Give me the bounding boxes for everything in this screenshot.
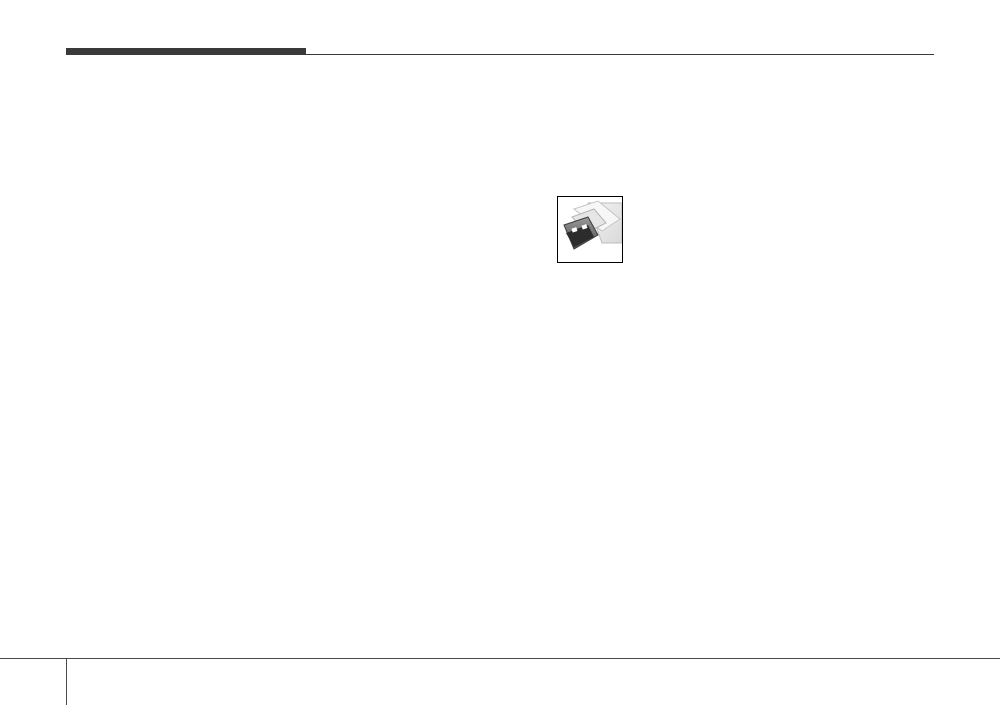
usb-flash-drive-icon xyxy=(563,200,622,250)
usb-figure-frame xyxy=(557,196,623,263)
header-rule xyxy=(66,54,934,55)
header-accent-bar xyxy=(66,48,306,55)
footer-rule xyxy=(0,658,1000,659)
footer-page-divider xyxy=(66,658,67,705)
